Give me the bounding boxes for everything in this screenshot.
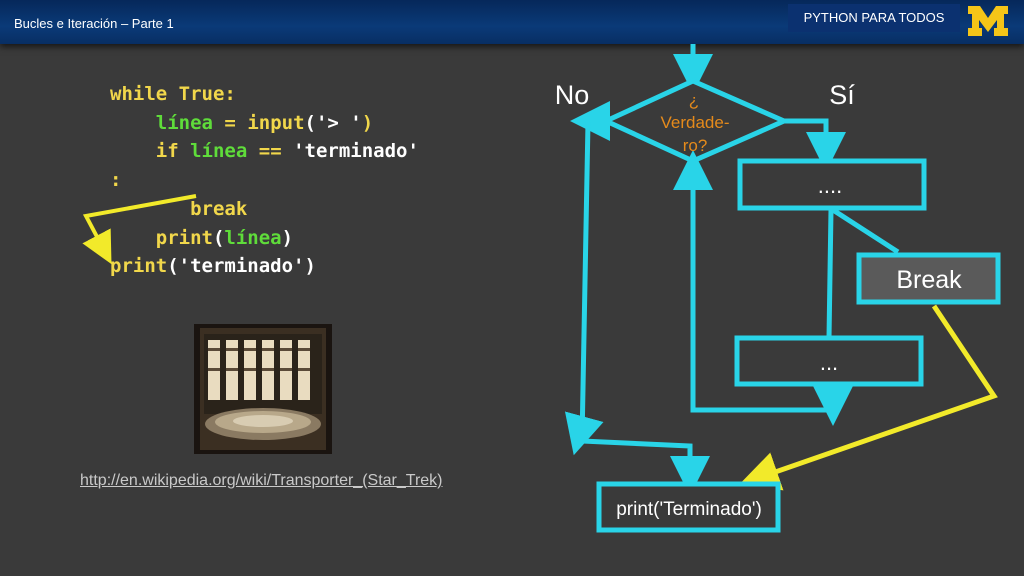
decision-text-2: Verdade- xyxy=(661,113,730,132)
code-paren: ) xyxy=(281,226,294,249)
code-print-arg: línea xyxy=(224,226,282,249)
code-print-function: print xyxy=(110,255,168,278)
code-prompt-string: '> ' xyxy=(315,111,362,134)
end-box xyxy=(596,481,781,533)
code-variable: línea xyxy=(155,111,213,134)
university-logo xyxy=(968,6,1008,36)
break-text: Break xyxy=(896,266,962,294)
code-print-string: 'terminado' xyxy=(178,255,305,278)
code-compare-string: 'terminado' xyxy=(293,140,419,163)
code-break-arrow xyxy=(82,194,197,265)
code-paren: ( xyxy=(167,255,179,278)
no-branch-line xyxy=(579,121,710,496)
yes-branch-arrow xyxy=(784,118,846,172)
code-break-keyword: break xyxy=(190,197,248,220)
code-paren: ) xyxy=(361,111,374,134)
box2-text: ... xyxy=(820,350,838,375)
title-bar: Bucles e Iteración – Parte 1 PYTHON PARA… xyxy=(0,0,1024,44)
process-box-2 xyxy=(734,335,924,387)
code-paren: ( xyxy=(304,111,316,134)
code-block: while True: línea = input('> ') if línea… xyxy=(110,80,419,281)
code-if-keyword: if xyxy=(155,140,179,163)
code-true-value: True xyxy=(178,83,225,105)
brand-label: PYTHON PARA TODOS xyxy=(788,4,960,32)
box1-to-box2-line xyxy=(826,209,834,339)
code-colon: : xyxy=(224,83,236,105)
box1-text: .... xyxy=(818,173,842,198)
code-input-function: input xyxy=(247,111,305,134)
code-equals-operator: == xyxy=(258,140,282,163)
yes-label: Sí xyxy=(829,80,855,110)
code-paren: ) xyxy=(304,255,316,278)
no-branch-tick xyxy=(564,411,604,456)
to-break-line xyxy=(831,207,900,255)
code-colon: : xyxy=(110,169,122,192)
code-while-keyword: while xyxy=(110,83,168,105)
transporter-photo xyxy=(194,324,332,454)
decision-text-3: ro? xyxy=(683,136,708,155)
code-print-function: print xyxy=(155,226,213,249)
code-variable: línea xyxy=(190,140,248,163)
no-label: No xyxy=(555,80,590,110)
decision-text-1: ¿ xyxy=(689,91,699,110)
break-box xyxy=(856,252,1001,305)
end-text: print('Terminado') xyxy=(616,499,762,520)
code-assign: = xyxy=(224,111,236,134)
wikipedia-link[interactable]: http://en.wikipedia.org/wiki/Transporter… xyxy=(80,472,443,489)
process-box-1 xyxy=(737,158,927,211)
break-exit-arrow xyxy=(739,304,998,491)
deck-title: Bucles e Iteración – Parte 1 xyxy=(14,16,174,31)
code-paren: ( xyxy=(212,226,225,249)
